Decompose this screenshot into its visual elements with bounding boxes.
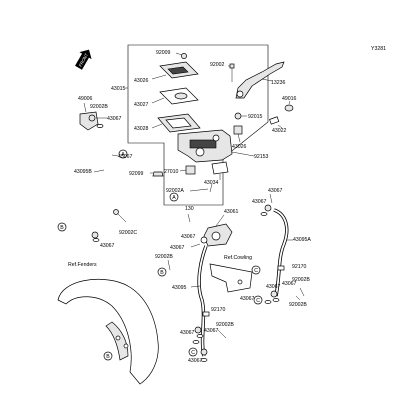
bolt-92002B-5 bbox=[217, 329, 227, 339]
label-43067-i: 43067 bbox=[282, 281, 297, 287]
ref-circle-b-3 bbox=[103, 351, 113, 361]
front-arrow-icon: FRONT bbox=[75, 49, 92, 70]
ref-circle-b-2 bbox=[157, 267, 167, 277]
screw-92009 bbox=[175, 52, 187, 59]
label-43027: 43027 bbox=[134, 102, 149, 108]
dust-cover bbox=[284, 100, 294, 112]
label-43067-g: 43067 bbox=[268, 188, 283, 194]
label-43028: 43028 bbox=[134, 126, 149, 132]
label-43095B: 43095B bbox=[74, 169, 92, 175]
brake-switch bbox=[179, 165, 196, 175]
label-92002B-5: 92002B bbox=[216, 322, 234, 328]
ref-circle-c-1 bbox=[251, 265, 261, 275]
nut-92015 bbox=[234, 112, 247, 120]
bolt-92002C bbox=[113, 209, 127, 223]
master-cylinder-body bbox=[177, 129, 233, 163]
label-92153: 92153 bbox=[254, 154, 269, 160]
cap-92099 bbox=[150, 171, 164, 177]
label-43067-e: 43067 bbox=[170, 245, 185, 251]
label-13236: 13236 bbox=[271, 80, 286, 86]
banjo-fitting-2 bbox=[91, 231, 100, 242]
label-92002B-3: 92002B bbox=[292, 277, 310, 283]
brake-lever bbox=[235, 61, 285, 99]
ref-c-3: C bbox=[256, 298, 260, 304]
bolt-92002A bbox=[189, 183, 213, 193]
label-43067-f: 43067 bbox=[180, 330, 195, 336]
bolt-92002B-3 bbox=[295, 287, 305, 301]
ref-a-2: A bbox=[121, 152, 125, 158]
label-43015: 43015 bbox=[111, 86, 126, 92]
label-43067-a: 43067 bbox=[107, 116, 122, 122]
piston bbox=[269, 116, 283, 129]
front-label: FRONT bbox=[78, 52, 90, 67]
label-92002B-2: 92002B bbox=[155, 254, 173, 260]
label-92002B-4: 92002B bbox=[289, 302, 307, 308]
brake-joint bbox=[200, 223, 233, 247]
banjo-fitting-3 bbox=[192, 326, 204, 344]
label-92170-b: 92170 bbox=[211, 307, 226, 313]
diaphragm bbox=[151, 113, 201, 133]
label-43067-d: 43067 bbox=[181, 234, 196, 240]
pivot-bolt bbox=[228, 63, 235, 82]
label-92099: 92099 bbox=[129, 171, 144, 177]
reservoir-cap bbox=[151, 61, 199, 80]
label-92002B: 92002B bbox=[90, 104, 108, 110]
ref-fenders: Ref.Fenders bbox=[68, 262, 97, 268]
bolt-130 bbox=[187, 213, 191, 223]
label-43095A: 43095A bbox=[293, 237, 311, 243]
label-43022: 43022 bbox=[272, 128, 287, 134]
label-130: 130 bbox=[185, 206, 194, 212]
label-92002: 92002 bbox=[210, 62, 225, 68]
label-43034: 43034 bbox=[204, 180, 219, 186]
label-43067-m: 43067 bbox=[240, 296, 255, 302]
label-43067-k: 43067 bbox=[204, 328, 219, 334]
ref-c-1: C bbox=[254, 268, 258, 274]
clamp-43034 bbox=[211, 161, 229, 180]
banjo-fitting-5 bbox=[260, 204, 272, 216]
front-fender bbox=[57, 278, 159, 385]
label-43067-h: 43067 bbox=[252, 199, 267, 205]
banjo-fitting-1 bbox=[88, 114, 104, 122]
diaphragm-plate bbox=[151, 87, 199, 105]
ref-c-2: C bbox=[191, 350, 195, 356]
ref-b-3: B bbox=[106, 354, 110, 360]
label-43026-cap: 43026 bbox=[134, 78, 149, 84]
ref-cowling: Ref.Cowling bbox=[224, 255, 252, 261]
banjo-fitting-4 bbox=[200, 348, 208, 362]
label-49016: 49016 bbox=[282, 96, 297, 102]
banjo-fitting-6 bbox=[264, 290, 280, 304]
label-43067-b: 43067 bbox=[118, 154, 133, 160]
label-27010: 27010 bbox=[164, 169, 179, 175]
label-92002A: 92002A bbox=[166, 188, 184, 194]
ref-a-1: A bbox=[172, 195, 176, 201]
label-43067-l: 43067 bbox=[188, 358, 203, 364]
clamp-92170-b bbox=[202, 311, 210, 317]
label-43095: 43095 bbox=[172, 285, 187, 291]
label-43061: 43061 bbox=[224, 209, 239, 215]
hose-bracket bbox=[209, 263, 253, 293]
master-cylinder-frame bbox=[127, 44, 269, 206]
ref-circle-c-2 bbox=[188, 347, 198, 357]
holder-43026 bbox=[233, 125, 243, 143]
ref-circle-c-3 bbox=[253, 295, 263, 305]
bolt-92002B-2 bbox=[167, 259, 171, 271]
label-92170-a: 92170 bbox=[292, 264, 307, 270]
label-49006: 49006 bbox=[78, 96, 93, 102]
label-43026-lower: 43026 bbox=[232, 144, 247, 150]
washer-1 bbox=[96, 124, 104, 128]
diagram-id: Y3281 bbox=[371, 46, 386, 52]
banjo-cover bbox=[79, 111, 99, 131]
clamp-92170-a bbox=[277, 265, 285, 271]
label-43067-c: 43067 bbox=[100, 243, 115, 249]
label-92015: 92015 bbox=[248, 114, 263, 120]
label-43067-j: 43067 bbox=[266, 284, 281, 290]
ref-b-2: B bbox=[160, 270, 164, 276]
ref-b-1: B bbox=[60, 225, 64, 231]
label-92009: 92009 bbox=[156, 50, 171, 56]
ref-circle-a-1 bbox=[169, 192, 179, 202]
ref-circle-b-1 bbox=[57, 222, 67, 232]
label-92002C: 92002C bbox=[119, 230, 137, 236]
ref-circle-a-2 bbox=[118, 149, 128, 159]
